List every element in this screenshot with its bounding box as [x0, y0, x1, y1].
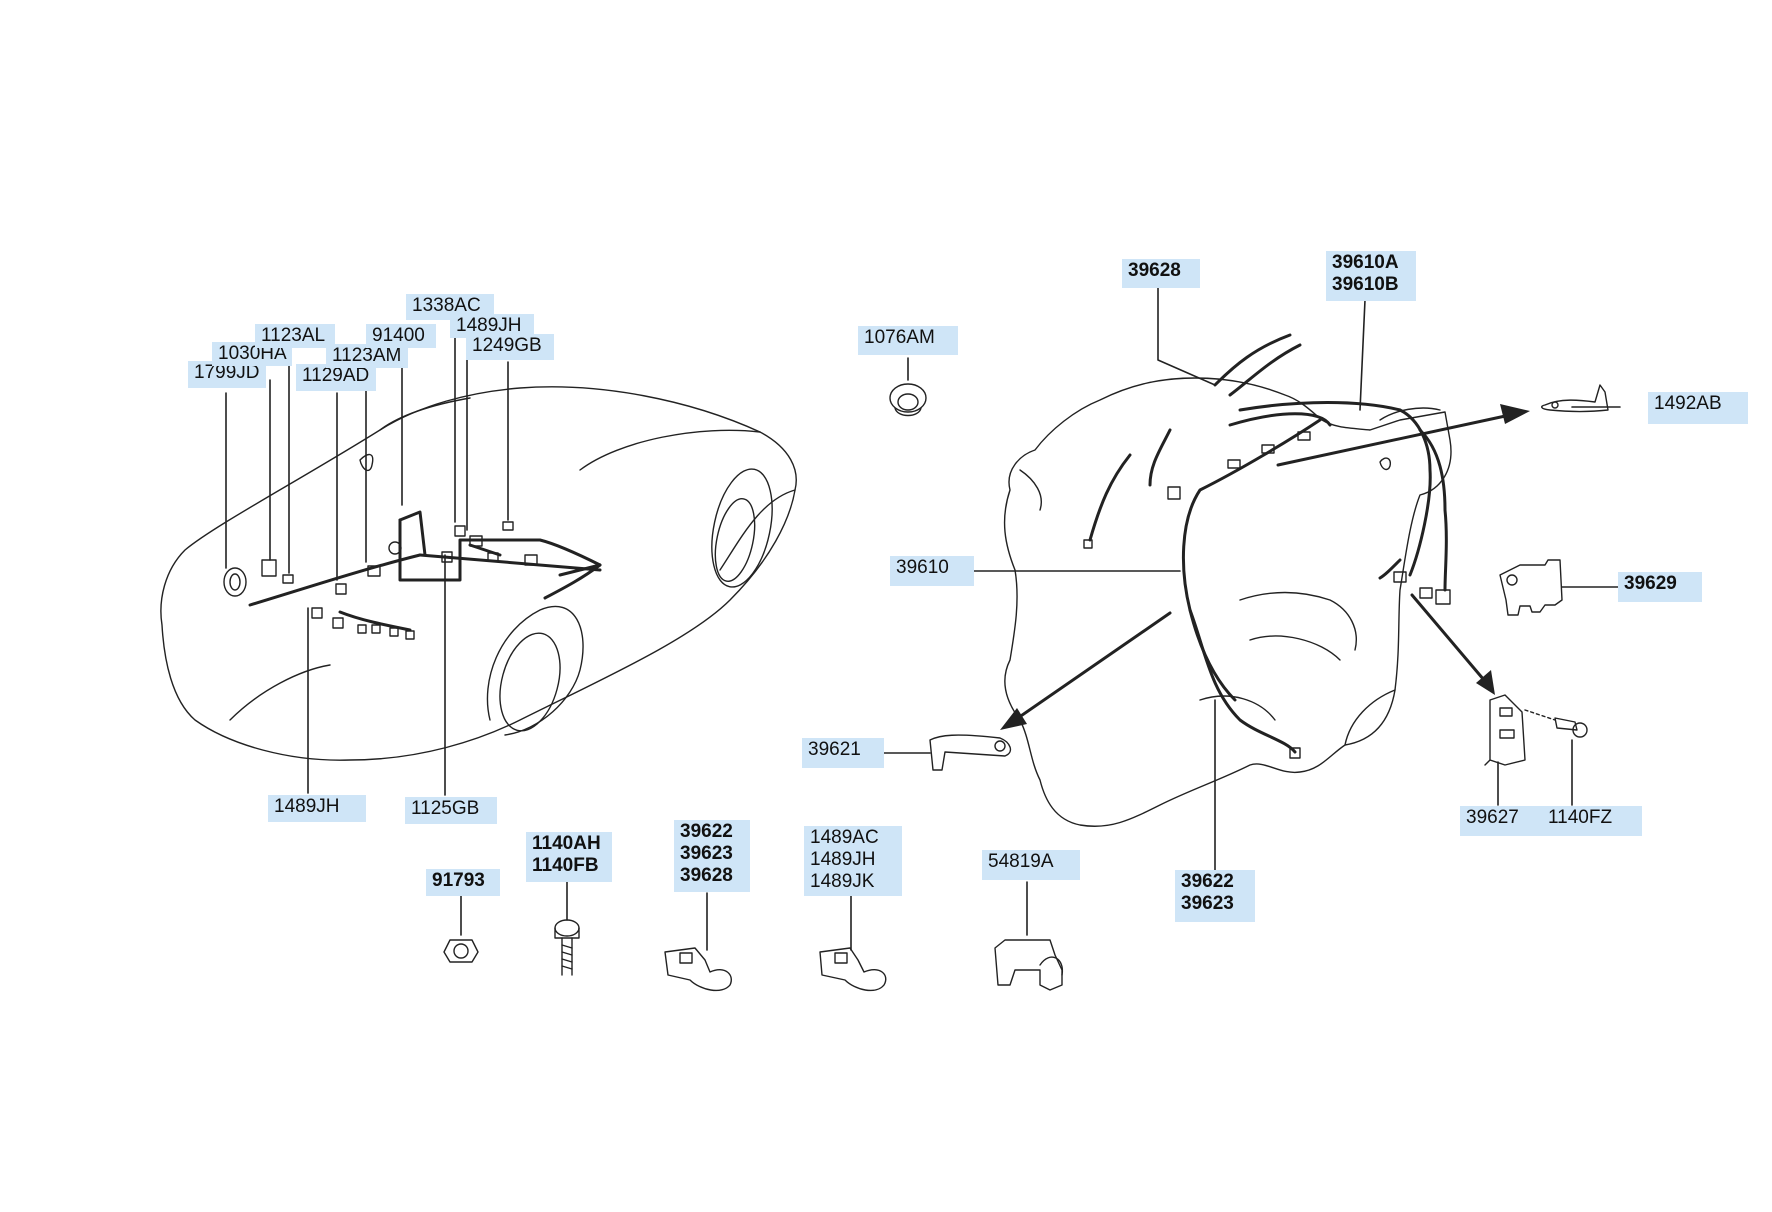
label-text: 39629 [1624, 573, 1677, 594]
left-leader-lines [225, 321, 509, 796]
label-39627: 39627 [1460, 806, 1542, 836]
clip-39622 [664, 947, 732, 992]
label-1489jh-bottom: 1489JH [268, 795, 366, 822]
clamp-54819a [994, 939, 1064, 991]
label-39629: 39629 [1618, 572, 1702, 602]
label-text: 1140FB [532, 855, 599, 876]
label-1140ah-1140fb: 1140AH 1140FB [526, 832, 612, 882]
label-text: 39610B [1332, 274, 1399, 295]
label-39622-39623-39628: 39622 39623 39628 [674, 820, 750, 892]
label-text: 1076AM [864, 327, 935, 348]
label-text: 1123AM [332, 345, 402, 366]
clip-1489ac [819, 947, 887, 992]
label-text: 1492AB [1654, 393, 1722, 414]
label-text: 1123AL [261, 325, 326, 346]
label-text: 1249GB [472, 335, 542, 356]
car-body-outline [160, 386, 797, 761]
label-39628: 39628 [1122, 259, 1200, 288]
label-text: 1140AH [532, 833, 601, 854]
label-text: 1489JH [810, 849, 876, 870]
label-39610: 39610 [890, 556, 974, 586]
harness-small-connectors [223, 521, 538, 640]
label-text: 1338AC [412, 295, 481, 316]
label-1030ha: 1030HA [212, 342, 292, 366]
label-text: 1125GB [411, 798, 480, 819]
bottom-leader-lines [460, 871, 1028, 951]
label-text: 54819A [988, 851, 1054, 872]
engine-harness [1088, 333, 1448, 754]
label-text: 39623 [1181, 893, 1234, 914]
detail-arrows [1000, 404, 1530, 730]
bolt-1140ah [554, 919, 580, 976]
label-1123am: 1123AM [326, 344, 408, 368]
label-text: 1489JH [274, 796, 340, 817]
label-1129ad: 1129AD [296, 364, 376, 391]
label-text: 1489AC [810, 827, 879, 848]
label-1140fz: 1140FZ [1542, 806, 1642, 836]
label-text: 39623 [680, 843, 733, 864]
label-text: 91400 [372, 325, 425, 346]
label-1125gb: 1125GB [405, 797, 497, 824]
right-leader-lines [879, 287, 1621, 871]
label-1492ab: 1492AB [1648, 392, 1748, 424]
label-text: 1129AD [302, 365, 370, 386]
bolt-1140fz [1524, 709, 1588, 738]
label-39621: 39621 [802, 738, 884, 768]
label-1249gb: 1249GB [466, 334, 554, 360]
label-text: 1140FZ [1548, 807, 1613, 828]
label-text: 39622 [680, 821, 733, 842]
label-1489ac-1489jh-1489jk: 1489AC 1489JH 1489JK [804, 826, 902, 896]
bracket-39629 [1499, 559, 1563, 616]
clip-1076am [889, 383, 927, 417]
label-39622-39623: 39622 39623 [1175, 870, 1255, 922]
label-text: 39627 [1466, 807, 1519, 828]
engine-outline [1003, 377, 1452, 827]
label-text: 1799JD [194, 362, 260, 383]
label-text: 39610A [1332, 252, 1399, 273]
label-text: 39628 [1128, 260, 1181, 281]
label-text: 39610 [896, 557, 949, 578]
label-91400: 91400 [366, 324, 436, 348]
engine-connectors [1083, 431, 1451, 759]
label-text: 1030HA [218, 343, 287, 364]
engine-room-harness [248, 510, 602, 632]
label-text: 91793 [432, 870, 485, 891]
label-1076am: 1076AM [858, 326, 958, 355]
label-text: 39622 [1181, 871, 1234, 892]
label-91793: 91793 [426, 869, 500, 896]
label-text: 39621 [808, 739, 861, 760]
nut-91793 [443, 939, 479, 963]
label-text: 1489JK [810, 871, 875, 892]
label-text: 39628 [680, 865, 733, 886]
bracket-1492ab [1541, 384, 1609, 413]
label-54819a: 54819A [982, 850, 1080, 880]
bracket-39627 [1484, 694, 1526, 766]
bracket-39621 [929, 734, 1012, 771]
label-1123al: 1123AL [255, 324, 335, 348]
label-text: 1489JH [456, 315, 522, 336]
label-39610a-39610b: 39610A 39610B [1326, 251, 1416, 301]
